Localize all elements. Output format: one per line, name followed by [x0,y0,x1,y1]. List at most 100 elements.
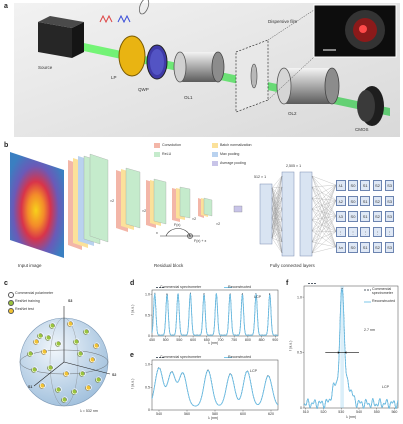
output-cell: ⋮ [372,226,383,238]
peak-highlight [340,286,344,408]
fc-connection [271,197,283,232]
panel-d-label: d [130,280,135,287]
output-cell: λ3 [336,211,346,222]
fc-connection [311,184,337,221]
fc-connection [271,187,283,199]
y-tick-label: 0 [148,408,150,412]
fc-connection [271,219,283,229]
polarimeter-point [89,356,96,363]
y-tick-label: 0.5 [297,351,302,355]
fc-layers [259,171,313,257]
polarimeter-point [55,386,62,393]
fc-connection [311,215,337,232]
polarimeter-point [71,388,78,395]
x-tick-label: 540 [156,412,162,416]
fwhm-arrowhead-left [337,351,340,354]
residual-block-sketch [160,228,200,239]
conv-stack-3 [146,178,167,228]
legend-maxpool: Max pooling [220,152,240,156]
polarimeter-point [27,350,34,357]
fc-connection [271,197,283,209]
ol1-objective [173,51,225,83]
output-cell: S2 [372,195,383,207]
panel-b-label: b [4,142,9,149]
output-cell: S3 [384,180,395,191]
axis-label-s3: S3 [68,299,73,303]
polarimeter-point [63,370,70,377]
output-cell: S0 [348,242,358,253]
fc-dim-2505: 2,505 × 1 [286,164,302,168]
legend-swatch-avgpool [212,161,218,166]
fc-connection [311,215,337,221]
legend-swatch-maxpool [212,152,218,157]
polarimeter-point [67,320,74,327]
fwhm-arrowhead-right [344,351,347,354]
fc-connection [311,197,337,217]
chart-d-ylabel: I (a.u.) [130,304,135,315]
x-tick-label: 600 [240,412,246,416]
fc-connection [271,217,283,254]
fc-connection [311,184,337,210]
fc-connection [271,217,283,232]
fc-connection [311,184,337,254]
conv-stack-2 [116,167,141,232]
output-cell: S2 [372,180,383,191]
fc-connection [271,227,283,254]
legend-relu: ReLU [162,152,172,156]
x-tick-label: 510 [303,410,309,414]
label-ol1: OL1 [184,95,193,100]
fc-connection [271,197,283,239]
x-tick-label: 750 [231,338,237,342]
x-tick-label: 530 [338,410,344,414]
output-cell: S0 [348,180,358,191]
polarimeter-point [61,396,68,403]
output-cell: S1 [360,242,370,253]
polarimeter-point [55,340,62,347]
output-cell: λ2 [336,195,346,207]
fc-connection [271,197,283,254]
fc-connection [311,230,337,232]
panel-e-label: e [130,352,134,359]
fc-connection [271,207,283,232]
polarimeter-point [39,382,46,389]
fc-connection [271,186,283,239]
fc-connection [311,175,337,186]
fc-connection [271,175,283,229]
x-tick-label: 800 [245,338,251,342]
polarimeter-point [47,364,54,371]
fc-connection [271,187,283,210]
fc-connection [311,200,337,232]
polarization-ellipse-icon [139,0,150,15]
label-film: Dispersive film [268,19,298,24]
conv-stack-5 [198,197,213,218]
input-image [10,152,64,258]
multiplier-4: ×2 [216,222,221,226]
fc-connection [311,208,337,248]
fc-connection [311,184,337,199]
x-tick-label: 700 [217,338,223,342]
output-cell: ⋮ [384,226,395,238]
polarimeter-point [45,334,52,341]
legend-swatch-relu [154,152,160,157]
x-tick-label: 850 [259,338,265,342]
legend-training: ResNet training [15,299,40,303]
avgpool-block [233,205,243,213]
axis-label-s2: S2 [112,373,117,377]
fc-connection [271,230,283,239]
fc-connection [311,231,337,254]
axis-label-s1: S1 [28,385,33,389]
x-tick-label: 500 [163,338,169,342]
multiplier-1: ×2 [110,199,115,203]
output-cell: S1 [360,180,370,191]
network-diagram [10,152,337,258]
fc-connection [271,207,283,254]
x-tick-label: 900 [272,338,278,342]
x-tick-label: 550 [374,410,380,414]
fc-connection [311,231,337,243]
wavelength-label: λ = 532 nm [80,409,98,413]
legend-avgpool: Average pooling [220,161,246,165]
